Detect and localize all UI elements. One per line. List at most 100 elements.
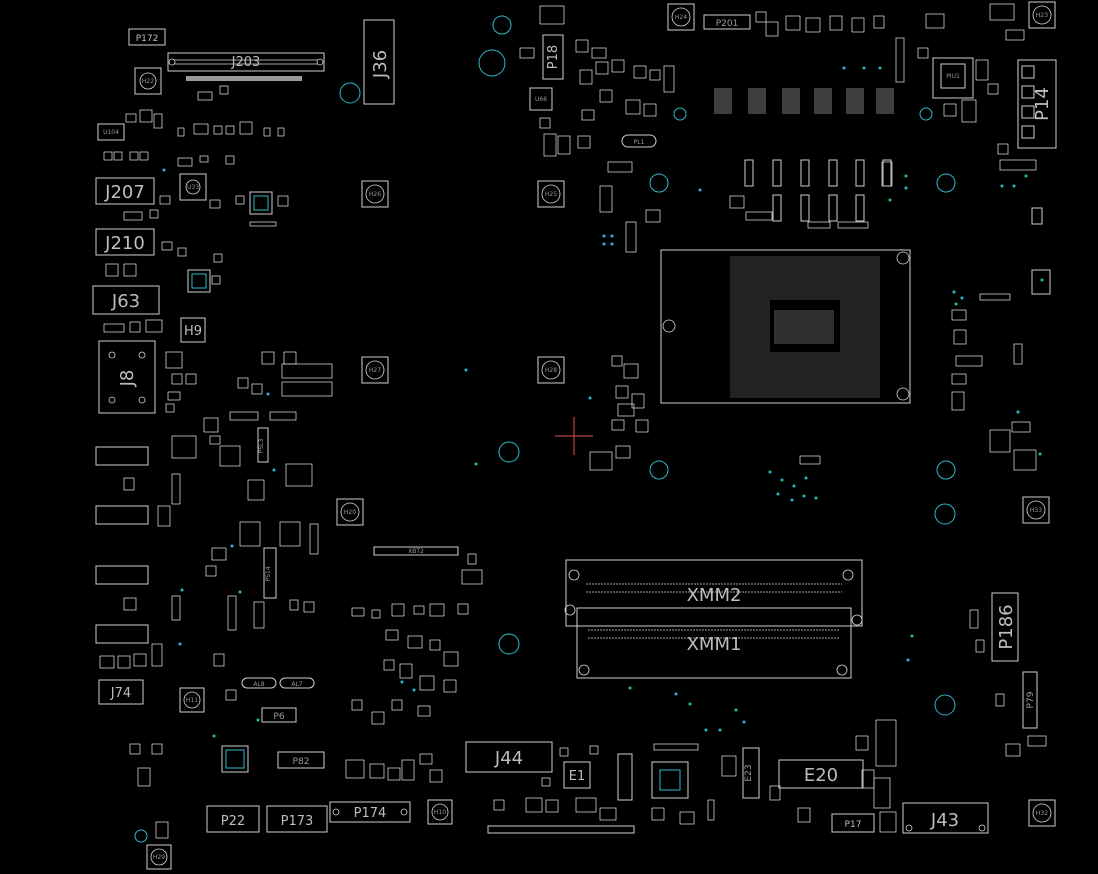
label-j36: J36: [370, 50, 391, 79]
label-h24: H24: [675, 14, 687, 21]
connector-p79[interactable]: P79: [1022, 671, 1038, 729]
mount-hole-h23[interactable]: H23: [1028, 1, 1056, 29]
label-pl1: PL1: [634, 139, 645, 146]
dimm-slot-xmm2[interactable]: XMM2: [565, 559, 863, 627]
connector-j44[interactable]: J44: [465, 741, 553, 773]
mount-hole-h29[interactable]: H29: [146, 844, 172, 870]
label-xbt2: XBT2: [408, 548, 424, 555]
mount-hole-h32[interactable]: H32: [1028, 799, 1056, 827]
ind-al8[interactable]: AL8: [241, 677, 277, 689]
connector-p14[interactable]: P14: [1017, 59, 1057, 149]
connector-j63[interactable]: J63: [92, 285, 160, 315]
connector-j43[interactable]: J43: [902, 802, 989, 834]
label-e20: E20: [804, 765, 838, 786]
label-al7: AL7: [291, 681, 302, 688]
mount-hole-h25[interactable]: H25: [537, 180, 565, 208]
mount-hole-h24[interactable]: H24: [667, 3, 695, 31]
mount-hole-h28[interactable]: H28: [537, 356, 565, 384]
label-psl3: PSL3: [258, 439, 265, 454]
chip-u33[interactable]: U33: [179, 173, 207, 201]
connector-j210[interactable]: J210: [95, 228, 155, 256]
label-h29: H29: [153, 854, 165, 861]
chip-cyan-1: [249, 191, 273, 215]
connector-p17[interactable]: P17: [831, 813, 875, 833]
label-j44: J44: [494, 748, 523, 769]
ind-pl1[interactable]: PL1: [621, 134, 657, 148]
connector-j207[interactable]: J207: [95, 177, 155, 205]
label-j8: J8: [117, 370, 138, 388]
connector-p186[interactable]: P186: [991, 592, 1019, 662]
connector-p18[interactable]: P18: [542, 34, 564, 80]
label-xmm1: XMM1: [687, 634, 742, 655]
mount-hole-h11[interactable]: H11: [179, 687, 205, 713]
label-p201: P201: [716, 19, 739, 29]
label-p186: P186: [996, 604, 1017, 649]
mount-hole-h27[interactable]: H27: [361, 356, 389, 384]
mount-hole-h20[interactable]: H20: [336, 498, 364, 526]
connector-p173[interactable]: P173: [266, 805, 328, 833]
label-p17: P17: [845, 820, 862, 830]
label-h27: H27: [369, 367, 381, 374]
label-p18: P18: [546, 45, 561, 69]
connector-j74[interactable]: J74: [98, 679, 144, 705]
label-j63: J63: [111, 291, 140, 312]
chip-cyan-2: [187, 269, 211, 293]
chip-e1[interactable]: E1: [563, 761, 591, 789]
connector-p82[interactable]: P82: [277, 751, 325, 769]
connector-j8[interactable]: J8: [98, 340, 156, 414]
label-p173: P173: [281, 814, 314, 829]
via-dots: [162, 66, 1044, 738]
connector-p174[interactable]: P174: [329, 801, 411, 823]
cursor-crosshair: [555, 417, 593, 455]
label-h22: H22: [142, 78, 154, 85]
label-p172: P172: [136, 34, 159, 44]
label-al8: AL8: [253, 681, 264, 688]
chip-u66[interactable]: U66: [529, 87, 553, 111]
label-h11: H11: [186, 697, 198, 704]
chip-piu1[interactable]: PIU1: [932, 57, 974, 99]
label-j43: J43: [930, 810, 959, 831]
connector-j203[interactable]: J203: [167, 52, 325, 72]
chip-ps14[interactable]: PS14: [263, 547, 277, 599]
chip-e23[interactable]: E23: [742, 747, 760, 799]
label-u66: U66: [535, 96, 547, 103]
mount-hole-h26[interactable]: H26: [361, 180, 389, 208]
chip-cyan-3: [221, 745, 249, 773]
pin-row-j203: [186, 76, 302, 81]
label-j203: J203: [231, 55, 261, 70]
connector-p201[interactable]: P201: [703, 14, 751, 30]
via-rings: [339, 15, 956, 716]
battery-xbt2[interactable]: XBT2: [373, 546, 459, 556]
label-j210: J210: [104, 233, 145, 254]
connector-p172[interactable]: P172: [128, 28, 166, 46]
label-h20: H20: [344, 509, 356, 516]
label-h25: H25: [545, 191, 557, 198]
mount-hole-h10[interactable]: H10: [427, 799, 453, 825]
chip-e20[interactable]: E20: [778, 759, 864, 789]
label-p82: P82: [293, 757, 310, 767]
label-xmm2: XMM2: [687, 585, 742, 606]
connector-p6[interactable]: P6: [261, 707, 297, 723]
caps-row: [744, 159, 892, 222]
label-h9: H9: [184, 324, 202, 339]
dimm-slot-xmm1[interactable]: XMM1: [564, 604, 863, 679]
label-h23: H23: [1036, 12, 1048, 19]
mount-hole-h33[interactable]: H33: [1022, 496, 1050, 524]
chip-psl3[interactable]: PSL3: [257, 427, 269, 463]
ind-al7[interactable]: AL7: [279, 677, 315, 689]
label-h33: H33: [1030, 507, 1042, 514]
label-u33: U33: [187, 184, 199, 191]
mount-hole-h9[interactable]: H9: [180, 317, 206, 343]
chip-u104[interactable]: U104: [97, 123, 125, 141]
connector-j36[interactable]: J36: [363, 19, 395, 105]
label-ps14: PS14: [265, 566, 272, 581]
connector-p22[interactable]: P22: [206, 805, 260, 833]
label-j74: J74: [110, 686, 131, 701]
label-u104: U104: [103, 129, 119, 136]
mount-hole-h22[interactable]: H22: [134, 67, 162, 95]
cpu-socket[interactable]: [660, 249, 911, 404]
label-p22: P22: [221, 814, 245, 829]
label-e1: E1: [569, 769, 586, 784]
small-components: [99, 3, 1047, 839]
